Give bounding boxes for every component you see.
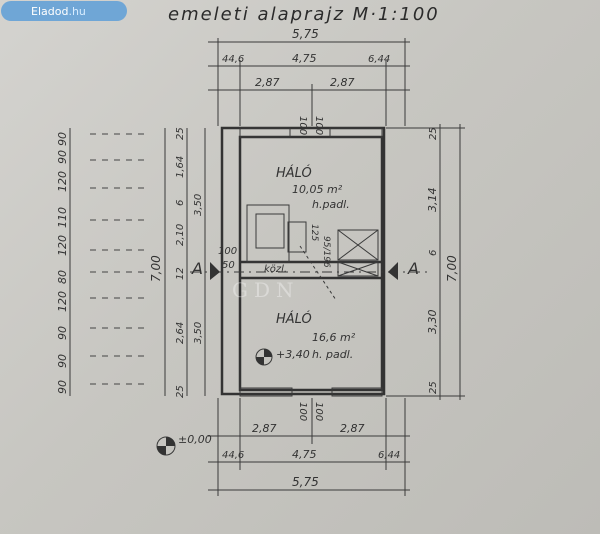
left-dim-5: 120 [56, 291, 69, 312]
left-inner-dim-0: 25 [175, 127, 186, 140]
lower-room-area: 16,6 m² [312, 331, 356, 344]
corridor-name: közl. [264, 264, 287, 275]
upper-room-name: HÁLÓ [276, 165, 312, 181]
bottom-dimensions: 100 100 2,87 2,87 44,6 4,75 6,44 5,75 ±0… [156, 398, 410, 496]
top-half-right-dim: 2,87 [330, 76, 355, 89]
top-total-dim: 5,75 [292, 27, 319, 41]
left-dim-1: 120 [56, 171, 69, 192]
left-dim-3: 120 [56, 235, 69, 256]
top-left-wall-dim: 44,6 [222, 54, 244, 65]
bottom-half-right-dim: 2,87 [340, 422, 365, 435]
left-dim-4: 80 [56, 270, 69, 284]
right-outer-total-dim: 7,00 [445, 255, 459, 282]
room-labels: HÁLÓ 10,05 m² h.padl. HÁLÓ 16,6 m² +3,40… [218, 165, 356, 366]
left-inner-dim-5: 2,64 [175, 322, 186, 344]
left-right-inner-dim-0: 3,50 [193, 194, 204, 216]
bottom-window-b-dim: 100 [313, 402, 324, 421]
corridor-dim: 100 [218, 246, 237, 257]
left-inner-dim-2: 6 [175, 200, 186, 206]
left-dimensions: 90 120 110 120 80 120 90 90 90 90 7,00 2… [56, 127, 206, 398]
top-window-a-dim: 100 [297, 116, 308, 135]
left-inner-dim-3: 2,10 [175, 224, 186, 246]
right-top-wall-dim: 25 [428, 127, 439, 140]
bottom-right-wall-dim: 6,44 [378, 450, 400, 461]
top-dimensions: 5,75 44,6 4,75 6,44 2,87 2,87 100 100 [208, 27, 410, 135]
left-mid-total-dim: 7,00 [149, 255, 163, 282]
stair-dim2: 95/196 [321, 236, 331, 268]
left-dim-0: 90 [56, 150, 69, 164]
corridor-dim2: 50 [222, 260, 235, 271]
bottom-window-a-dim: 100 [297, 402, 308, 421]
left-dim-6: 90 [56, 326, 69, 340]
gdn-watermark: GDN [232, 278, 300, 302]
left-dim-8: 90 [56, 380, 69, 394]
top-half-left-dim: 2,87 [255, 76, 280, 89]
bottom-total-dim: 5,75 [292, 475, 319, 489]
lower-room-level: +3,40 [276, 348, 310, 361]
bottom-left-wall-dim: 44,6 [222, 450, 244, 461]
left-dim-7: 90 [56, 354, 69, 368]
right-dimensions: 25 3,14 6 3,30 25 7,00 [386, 124, 465, 400]
top-middle-dim: 4,75 [292, 52, 317, 65]
top-window-b-dim: 100 [313, 116, 324, 135]
bottom-middle-dim: 4,75 [292, 448, 317, 461]
right-upper-dim: 3,14 [426, 188, 439, 213]
left-dim-9: 90 [56, 132, 69, 146]
section-line: A A [190, 259, 430, 280]
plan-title: emeleti alaprajz M·1:100 [168, 4, 440, 25]
site-watermark-badge: Eladod.hu [1, 1, 127, 21]
section-mark-left: A [191, 259, 203, 278]
badge-suffix: .hu [68, 4, 86, 18]
section-mark-right: A [407, 259, 419, 278]
left-right-inner-dim-1: 3,50 [193, 322, 204, 344]
lower-room-name: HÁLÓ [276, 311, 312, 327]
upper-room-area: 10,05 m² [292, 183, 343, 196]
right-bottom-wall-dim: 25 [428, 381, 439, 394]
ground-level-label: ±0,00 [178, 433, 212, 446]
lower-room-floor: h. padl. [312, 348, 353, 361]
left-inner-dim-1: 1,64 [175, 156, 186, 178]
right-lower-dim: 3,30 [426, 310, 439, 335]
right-wall-dim: 6 [428, 250, 439, 256]
badge-text: Eladod [31, 4, 69, 18]
building-outline [220, 126, 386, 397]
stair-dim: 125 [309, 224, 319, 241]
bottom-half-left-dim: 2,87 [252, 422, 277, 435]
upper-room-floor: h.padl. [312, 198, 350, 211]
top-right-wall-dim: 6,44 [368, 54, 390, 65]
left-dim-2: 110 [56, 207, 69, 228]
left-inner-dim-4: 12 [175, 267, 186, 280]
left-inner-dim-6: 25 [175, 385, 186, 398]
